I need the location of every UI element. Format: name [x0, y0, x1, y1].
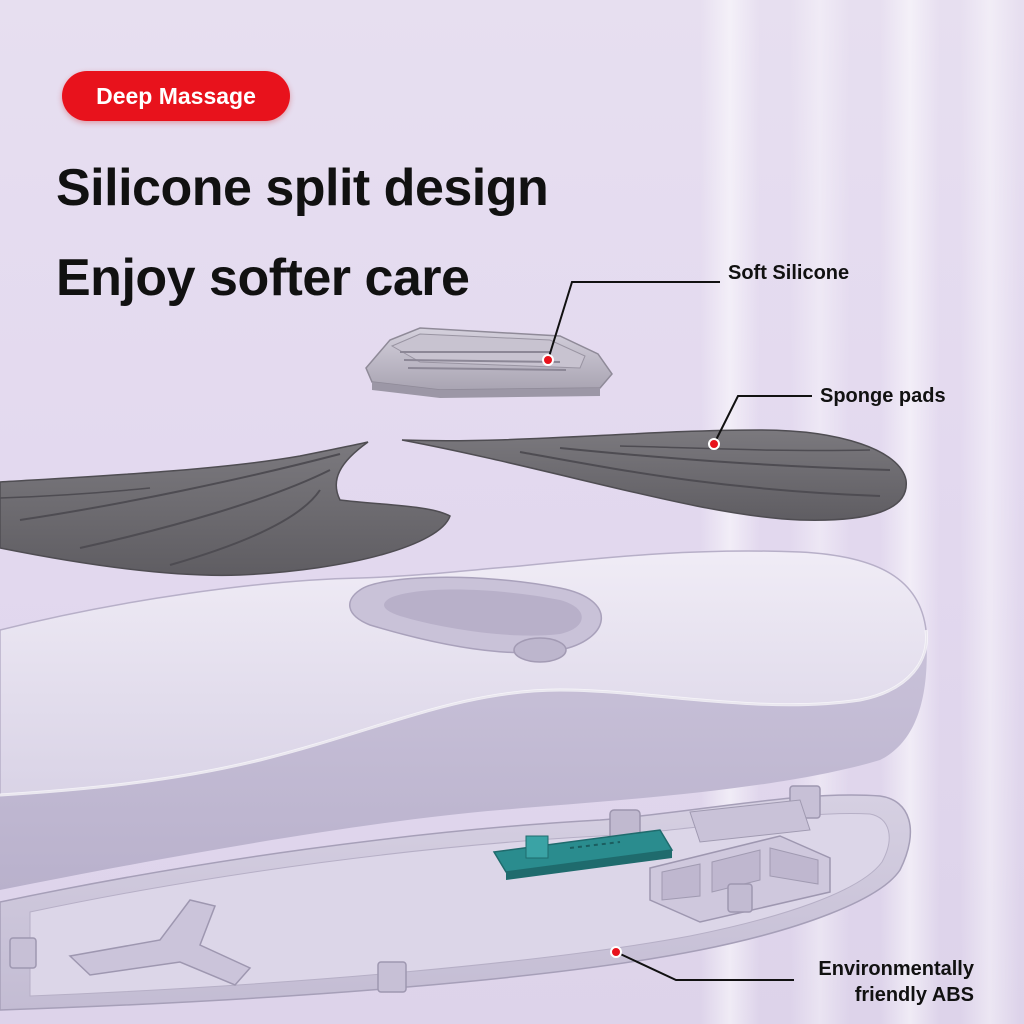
headline-line-2: Enjoy softer care — [56, 249, 470, 307]
top-shell — [0, 550, 928, 890]
callout-abs-line-1: Environmentally — [818, 958, 974, 980]
abs-base-plate — [0, 785, 912, 1011]
callout-sponge-pads: Sponge pads — [820, 385, 946, 407]
leader-line-sponge-pads — [708, 395, 812, 450]
soft-silicone-part — [365, 327, 613, 398]
callout-soft-silicone: Soft Silicone — [728, 262, 850, 284]
leader-line-soft-silicone — [542, 281, 720, 366]
headline-line-1: Silicone split design — [56, 159, 549, 217]
sponge-pad-right — [401, 429, 907, 521]
leader-line-abs — [610, 946, 794, 981]
callout-abs-line-2: friendly ABS — [854, 984, 974, 1006]
deep-massage-badge: Deep Massage — [62, 71, 290, 121]
sponge-pad-left — [0, 441, 451, 577]
circuit-board — [492, 829, 674, 880]
callout-abs: Environmentally friendly ABS — [800, 956, 974, 1008]
background-curtain-fold — [960, 0, 1020, 1024]
